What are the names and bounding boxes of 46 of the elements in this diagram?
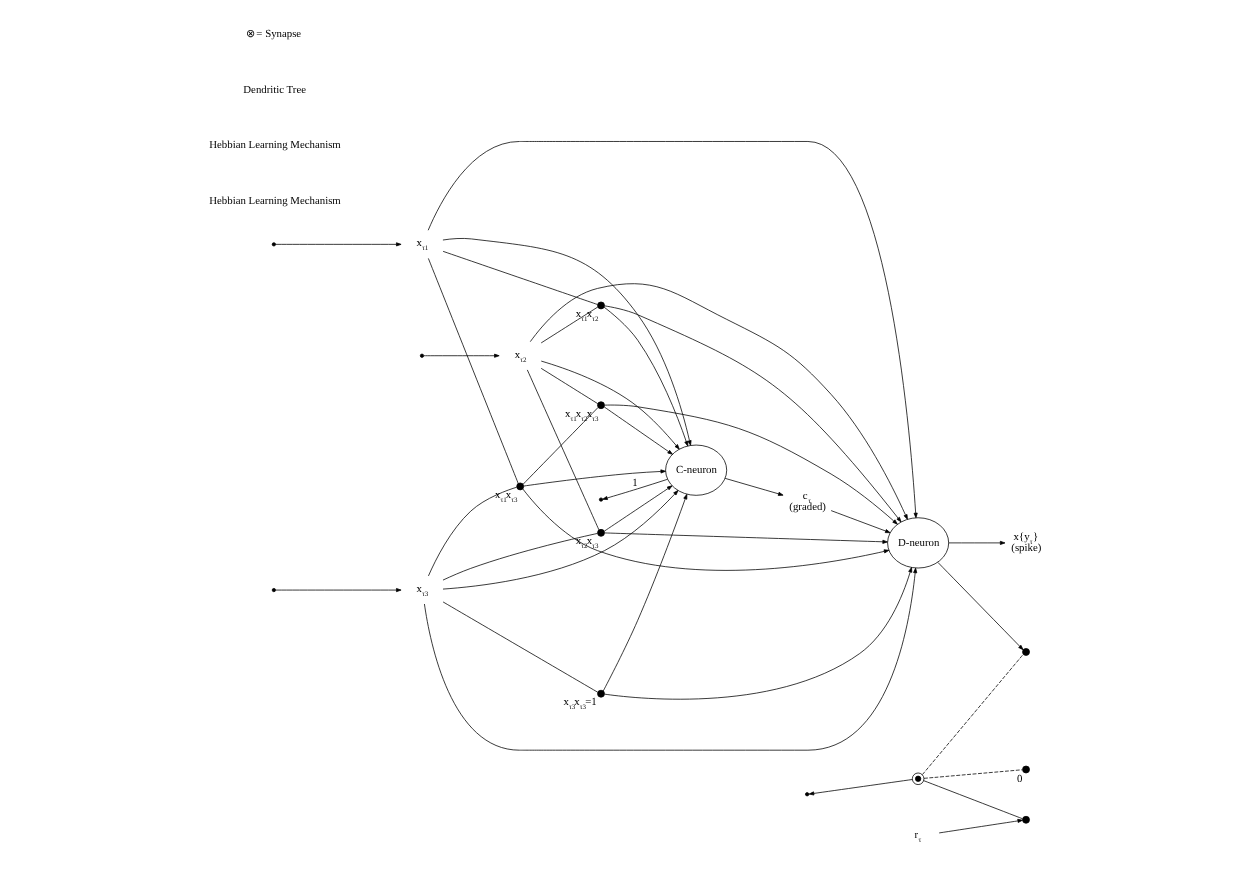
arrow: [423, 353, 500, 358]
connector: [526, 369, 600, 531]
arrow: [604, 404, 898, 525]
connector: [442, 250, 598, 305]
arrow: [808, 779, 913, 796]
connector: [428, 486, 518, 577]
node-circle: [597, 528, 605, 537]
node-circle: [516, 482, 525, 491]
arrow: [724, 477, 784, 496]
connector: [442, 601, 599, 693]
connector: [540, 367, 599, 405]
arrow: [603, 406, 673, 455]
arrow: [275, 242, 402, 247]
arrow: [522, 488, 890, 571]
node-circle: [1022, 765, 1030, 774]
arrow: [424, 567, 918, 751]
node-circle: [597, 301, 605, 310]
arrow: [427, 141, 918, 519]
arrow: [442, 490, 679, 590]
connector: [427, 258, 519, 484]
connector: [442, 533, 598, 581]
arrow: [604, 532, 888, 544]
connector: [922, 654, 1024, 775]
node-circle: [1022, 815, 1030, 824]
arrow: [275, 588, 402, 593]
arrow: [948, 540, 1006, 545]
arrow: [604, 567, 913, 700]
arrow: [602, 478, 668, 500]
arrow: [540, 360, 680, 450]
arrow: [938, 818, 1023, 834]
arrow: [602, 493, 688, 692]
arrow: [937, 562, 1024, 651]
arrow: [529, 283, 908, 520]
arrow: [830, 510, 891, 534]
arrow: [604, 305, 902, 523]
arrow: [603, 485, 673, 532]
connector: [540, 306, 599, 344]
connector: [522, 407, 599, 485]
arrow: [603, 306, 689, 447]
node-circle: [597, 689, 605, 698]
node-circle: [1022, 648, 1030, 656]
arrow: [442, 238, 692, 446]
connector: [923, 769, 1023, 779]
node-circle: [597, 401, 605, 410]
arrow: [523, 469, 666, 487]
connector: [923, 780, 1023, 820]
